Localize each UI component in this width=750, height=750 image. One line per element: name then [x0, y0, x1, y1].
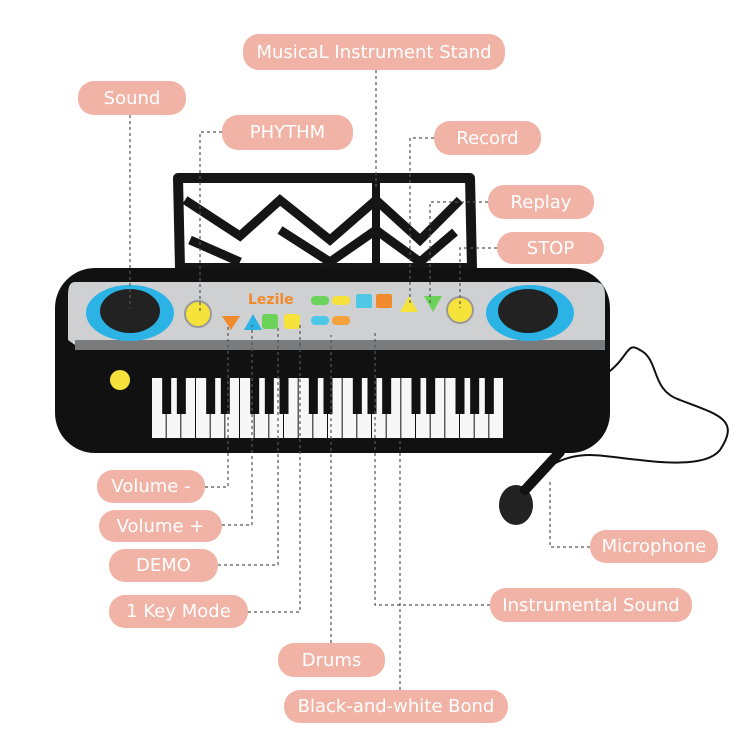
microphone[interactable] [499, 447, 565, 525]
label-one-key-mode: 1 Key Mode [109, 595, 248, 628]
label-drums: Drums [278, 643, 385, 677]
leader-lines [129, 70, 590, 690]
label-black-white-bond: Black-and-white Bond [284, 690, 508, 723]
black-key[interactable] [220, 378, 230, 414]
black-key[interactable] [308, 378, 318, 414]
black-key[interactable] [176, 378, 186, 414]
label-replay: Replay [488, 185, 594, 219]
black-key[interactable] [484, 378, 494, 414]
brand-logo: Lezile [248, 292, 294, 308]
black-key[interactable] [206, 378, 216, 414]
black-key[interactable] [367, 378, 377, 414]
black-key[interactable] [382, 378, 392, 414]
black-key[interactable] [250, 378, 260, 414]
black-key[interactable] [411, 378, 421, 414]
left-speaker [86, 285, 174, 341]
rhythm-knob [184, 300, 212, 328]
music-stand [173, 173, 477, 273]
label-volume-up: Volume + [99, 510, 222, 542]
label-instrument-stand: MusicaL Instrument Stand [243, 34, 505, 70]
black-key[interactable] [264, 378, 274, 414]
label-sound: Sound [78, 81, 186, 115]
label-rhythm: PHYTHM [222, 115, 353, 150]
black-key[interactable] [279, 378, 289, 414]
black-key[interactable] [426, 378, 436, 414]
black-key[interactable] [455, 378, 465, 414]
label-instrumental-sound: Instrumental Sound [490, 588, 692, 622]
black-key[interactable] [323, 378, 333, 414]
right-speaker [486, 285, 574, 341]
piano-keys[interactable] [152, 378, 503, 438]
black-key[interactable] [352, 378, 362, 414]
label-record: Record [434, 121, 541, 155]
control-panel [68, 282, 605, 345]
label-stop: STOP [497, 232, 604, 264]
label-volume-down: Volume - [97, 470, 205, 503]
black-key[interactable] [470, 378, 480, 414]
black-key[interactable] [162, 378, 172, 414]
label-microphone: Microphone [590, 530, 718, 563]
label-demo: DEMO [109, 549, 218, 582]
